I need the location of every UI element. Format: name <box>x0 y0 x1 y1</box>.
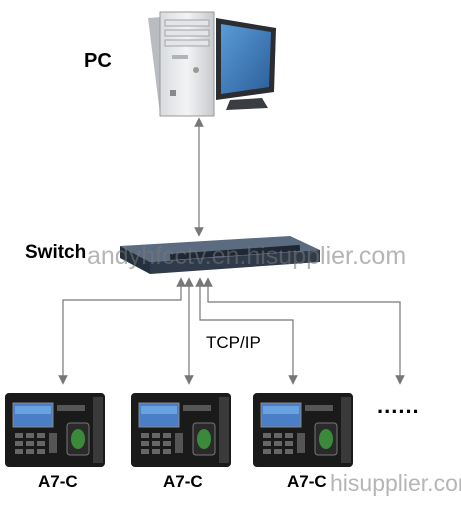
switch-device-1-link <box>58 277 186 385</box>
pc-icon <box>148 11 276 117</box>
watermark-text-2: hisupplier.com <box>330 470 461 496</box>
device-3-icon <box>253 393 353 467</box>
switch-device-3-link <box>195 277 298 385</box>
switch-icon <box>120 236 320 274</box>
protocol-label: TCP/IP <box>206 333 261 352</box>
device-1-icon <box>5 393 105 467</box>
device-3-label: A7-C <box>287 472 327 491</box>
more-devices-ellipsis: ...... <box>377 393 420 418</box>
watermark-text: andyhfcctv.en.hisupplier.com <box>87 242 407 270</box>
device-1-label: A7-C <box>38 472 78 491</box>
device-2-icon <box>131 393 231 467</box>
pc-label: PC <box>84 50 112 72</box>
switch-label: Switch <box>25 242 87 263</box>
switch-more-link <box>203 277 405 385</box>
device-2-label: A7-C <box>163 472 203 491</box>
